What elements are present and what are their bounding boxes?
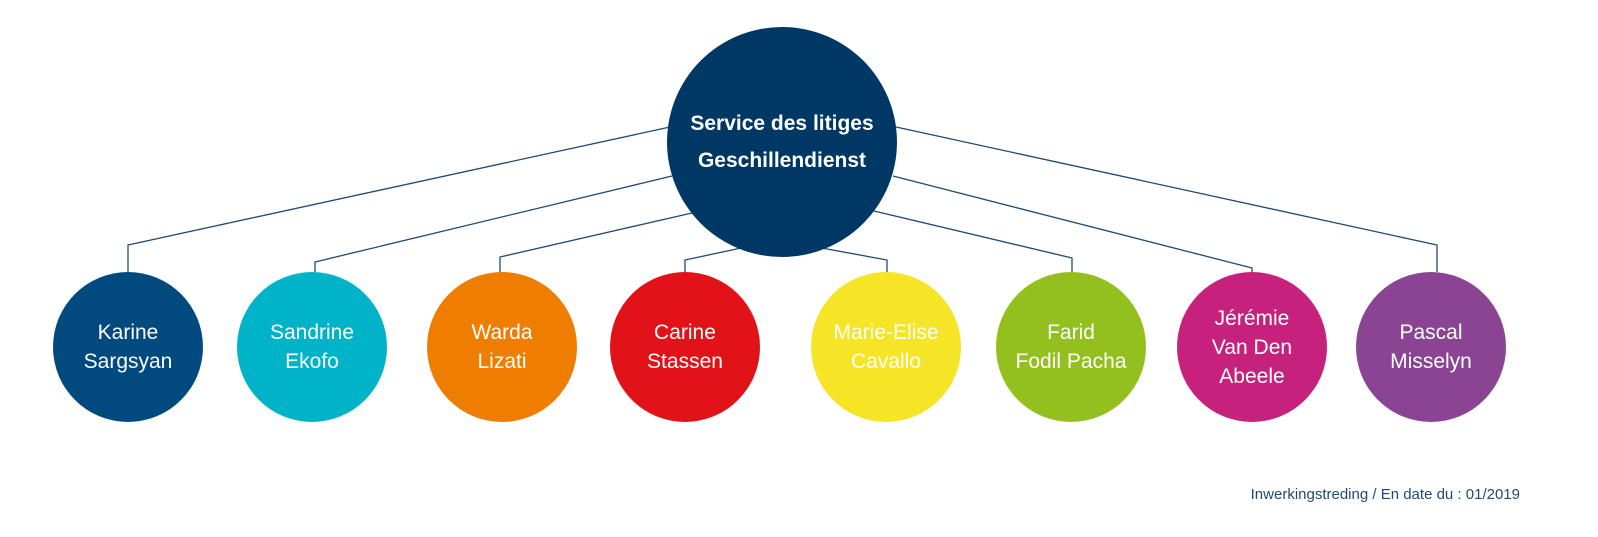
connector-1 <box>127 126 671 272</box>
member-node-marie-elise-cavallo: Marie-Elise Cavallo <box>811 272 961 422</box>
connector-7 <box>892 175 1253 272</box>
member-name: Marie-Elise Cavallo <box>833 321 939 373</box>
member-node-jeremie-van-den-abeele: Jérémie Van Den Abeele <box>1177 272 1327 422</box>
member-node-pascal-misselyn: Pascal Misselyn <box>1356 272 1506 422</box>
member-node-sandrine-ekofo: Sandrine Ekofo <box>237 272 387 422</box>
member-node-warda-lizati: Warda Lizati <box>427 272 577 422</box>
member-node-farid-fodil-pacha: Farid Fodil Pacha <box>996 272 1146 422</box>
connector-5 <box>799 243 888 272</box>
root-node: Service des litiges Geschillendienst <box>667 27 897 257</box>
member-node-carine-stassen: Carine Stassen <box>610 272 760 422</box>
connector-6 <box>873 210 1073 272</box>
member-name: Carine Stassen <box>647 321 723 373</box>
effective-date-footer: Inwerkingstreding / En date du : 01/2019 <box>1250 486 1520 503</box>
member-name: Farid Fodil Pacha <box>1015 321 1127 373</box>
connector-8 <box>895 126 1438 272</box>
member-name: Jérémie Van Den Abeele <box>1211 306 1293 388</box>
member-name: Karine Sargsyan <box>83 321 173 373</box>
member-name: Warda Lizati <box>471 321 533 373</box>
connector-4 <box>684 243 761 272</box>
connector-3 <box>499 212 693 272</box>
member-name: Pascal Misselyn <box>1390 321 1472 373</box>
member-node-karine-sargsyan: Karine Sargsyan <box>53 272 203 422</box>
member-name: Sandrine Ekofo <box>269 321 355 373</box>
root-title-fr: Service des litiges <box>690 112 874 135</box>
connector-2 <box>314 175 673 272</box>
root-title-nl: Geschillendienst <box>697 149 867 172</box>
